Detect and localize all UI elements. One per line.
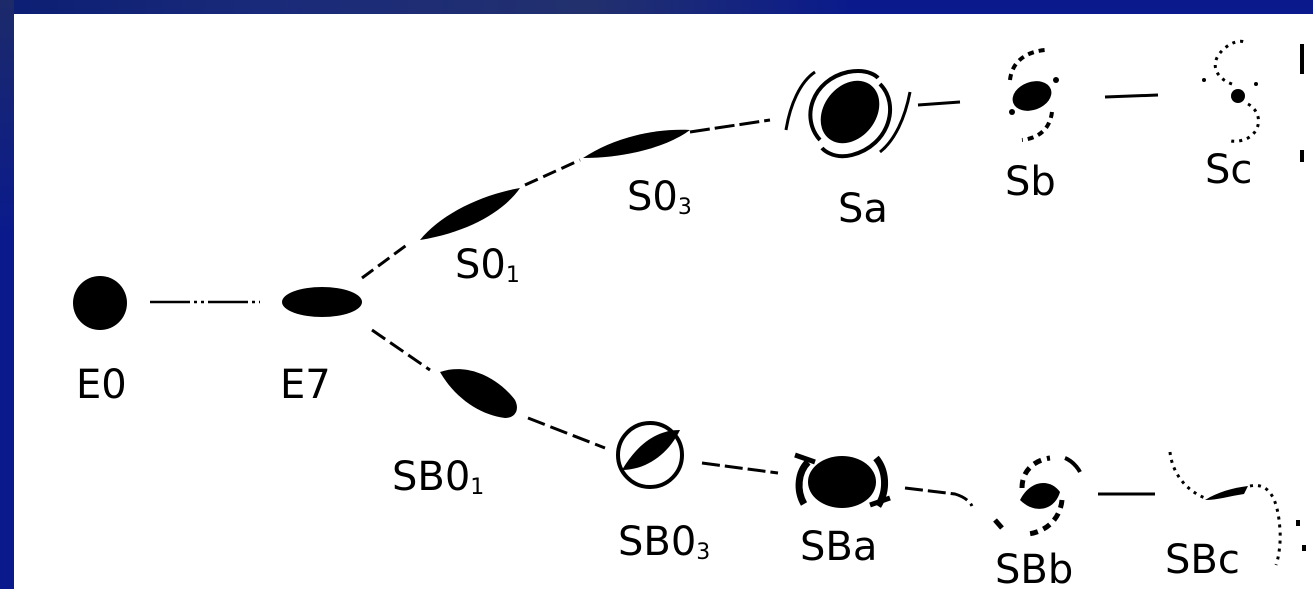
galaxy-e7-icon: [282, 287, 362, 317]
left-border-band: [0, 0, 14, 589]
connector-s01-s03: [524, 158, 581, 187]
galaxy-sba-icon: [794, 452, 891, 508]
connector-e7-sb01: [371, 328, 431, 372]
galaxy-sb01-icon: [440, 369, 517, 418]
connectors: [150, 93, 1159, 507]
connector-sb03-sba: [701, 461, 779, 475]
galaxy-sa-icon: [784, 69, 912, 159]
galaxy-sbb-icon: [993, 455, 1082, 537]
label-sb03: SB03: [618, 519, 710, 565]
label-sc: Sc: [1205, 147, 1252, 193]
label-sbb: SBb: [995, 547, 1073, 589]
hubble-sequence-diagram: E0 E7 S01 S03 Sa Sb Sc SB01 SB03 SBa SBb…: [73, 39, 1306, 589]
galaxy-e0-icon: [73, 276, 127, 330]
label-e7: E7: [280, 362, 331, 408]
galaxy-shapes: [73, 39, 1282, 566]
connector-s03-sa: [689, 118, 771, 134]
label-sbc: SBc: [1165, 537, 1240, 583]
label-s03: S03: [627, 174, 692, 220]
diagram-panel: E0 E7 S01 S03 Sa Sb Sc SB01 SB03 SBa SBb…: [14, 14, 1313, 589]
labels: E0 E7 S01 S03 Sa Sb Sc SB01 SB03 SBa SBb…: [76, 147, 1252, 589]
galaxy-sbc-icon: [1168, 451, 1282, 566]
galaxy-s01-icon: [420, 188, 520, 240]
label-sb: Sb: [1005, 159, 1056, 205]
label-sa: Sa: [838, 186, 888, 232]
galaxy-sb03-icon: [616, 421, 684, 489]
connector-sb-sc: [1104, 93, 1159, 99]
galaxy-s03-icon: [583, 129, 690, 158]
galaxy-sc-icon: [1202, 39, 1260, 143]
label-sb01: SB01: [392, 454, 484, 500]
connector-sa-sb: [917, 100, 961, 107]
connector-sb01-sb03: [527, 416, 606, 450]
right-edge-marks: [1296, 44, 1306, 551]
label-s01: S01: [455, 242, 520, 288]
label-sba: SBa: [800, 524, 877, 570]
galaxy-sb-icon: [1008, 48, 1059, 142]
connector-sba-sbb: [904, 486, 974, 507]
connector-e7-s01: [361, 242, 409, 280]
label-e0: E0: [76, 362, 127, 408]
starfield-band: [0, 0, 1313, 14]
